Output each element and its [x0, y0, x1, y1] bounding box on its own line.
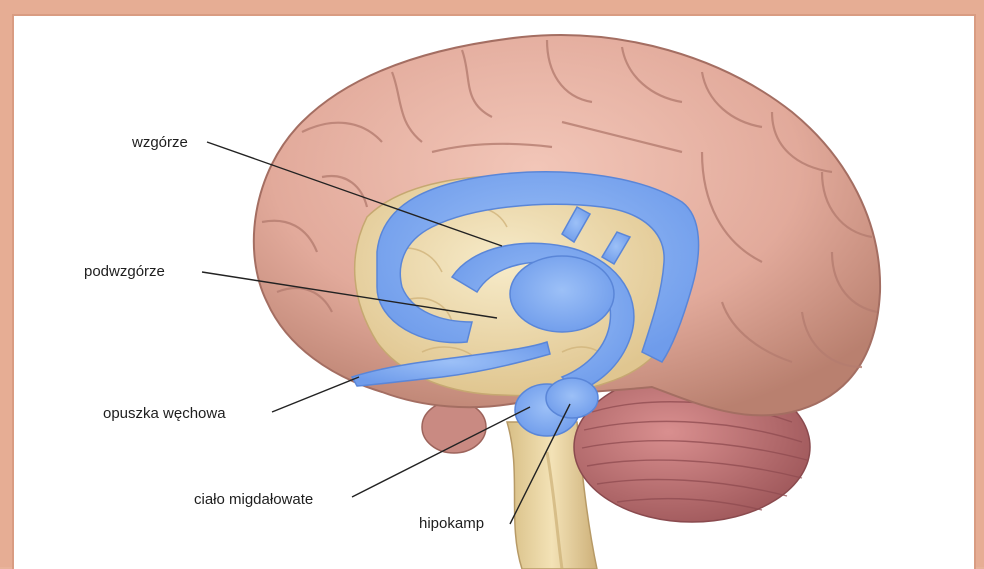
- leader-olfactory: [272, 377, 359, 412]
- label-olfactory-bulb: opuszka węchowa: [103, 405, 226, 422]
- label-hippocampus: hipokamp: [419, 515, 484, 532]
- label-hypothalamus: podwzgórze: [84, 263, 165, 280]
- label-thalamus: wzgórze: [132, 134, 188, 151]
- label-amygdala: ciało migdałowate: [194, 491, 313, 508]
- diagram-panel: wzgórze podwzgórze opuszka węchowa ciało…: [12, 14, 976, 569]
- hippocampus: [546, 378, 598, 418]
- thalamus: [510, 256, 614, 332]
- brain-illustration: [14, 16, 974, 569]
